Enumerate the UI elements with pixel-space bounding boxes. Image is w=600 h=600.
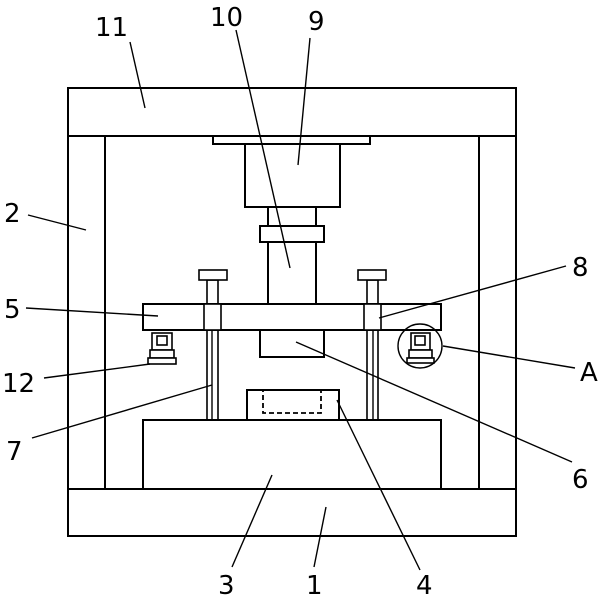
leader-2 bbox=[27, 214, 87, 231]
detail-circle-a bbox=[397, 323, 443, 369]
left-clamp-pad bbox=[147, 357, 177, 365]
left-clamp bbox=[147, 332, 177, 365]
right-bushing bbox=[363, 303, 382, 331]
leader-12 bbox=[43, 363, 151, 379]
crossbeam bbox=[142, 303, 442, 331]
callout-1: 1 bbox=[306, 571, 323, 600]
lower-die bbox=[246, 389, 340, 421]
upper-die bbox=[259, 329, 325, 358]
cylinder-mount-plate bbox=[212, 135, 371, 145]
leader-7 bbox=[31, 384, 213, 439]
lower-tooling bbox=[142, 389, 442, 490]
right-column bbox=[478, 135, 517, 490]
leader-6 bbox=[295, 341, 573, 463]
top-beam bbox=[67, 87, 517, 137]
leader-5 bbox=[25, 307, 159, 317]
right-clamp-detail bbox=[397, 323, 443, 369]
left-rod-knob bbox=[198, 269, 228, 281]
leader-A bbox=[442, 345, 576, 369]
right-rod-knob bbox=[357, 269, 387, 281]
callout-6: 6 bbox=[572, 465, 589, 495]
right-clamp-jaw bbox=[408, 349, 433, 359]
callout-7: 7 bbox=[6, 437, 23, 467]
leader-1 bbox=[313, 506, 327, 568]
callout-11: 11 bbox=[95, 13, 128, 43]
cylinder-neck bbox=[267, 206, 317, 227]
base-plate bbox=[67, 488, 517, 537]
callout-10: 10 bbox=[210, 3, 243, 33]
rod-collar bbox=[259, 225, 325, 243]
leader-lines bbox=[25, 29, 576, 571]
callout-4: 4 bbox=[416, 571, 433, 600]
right-clamp-inner bbox=[414, 335, 426, 346]
cylinder-body bbox=[244, 143, 341, 208]
callout-3: 3 bbox=[218, 571, 235, 600]
leader-8 bbox=[378, 265, 567, 319]
leader-9 bbox=[297, 37, 311, 166]
crossbeam-plate bbox=[142, 303, 442, 331]
leader-3 bbox=[231, 474, 273, 568]
leader-10 bbox=[235, 29, 291, 269]
callout-9: 9 bbox=[308, 7, 325, 37]
callout-A: A bbox=[580, 358, 598, 388]
cylinder-assembly bbox=[212, 135, 371, 305]
right-clamp-pad bbox=[406, 357, 435, 364]
left-guide-rod-upper bbox=[206, 279, 219, 305]
left-clamp-inner bbox=[156, 335, 168, 346]
workbench bbox=[142, 419, 442, 490]
piston-rod bbox=[267, 241, 317, 305]
left-clamp-jaw bbox=[149, 349, 175, 359]
left-bushing bbox=[203, 303, 222, 331]
die-cavity bbox=[262, 389, 322, 414]
callout-12: 12 bbox=[2, 369, 35, 399]
callout-8: 8 bbox=[572, 253, 589, 283]
callout-5: 5 bbox=[4, 295, 21, 325]
leader-4 bbox=[336, 399, 421, 571]
leader-11 bbox=[129, 41, 146, 109]
callouts: 11 10 9 2 8 5 A 12 7 6 3 1 4 bbox=[2, 3, 598, 600]
right-guide-rod-upper bbox=[366, 279, 379, 305]
callout-2: 2 bbox=[4, 199, 21, 229]
